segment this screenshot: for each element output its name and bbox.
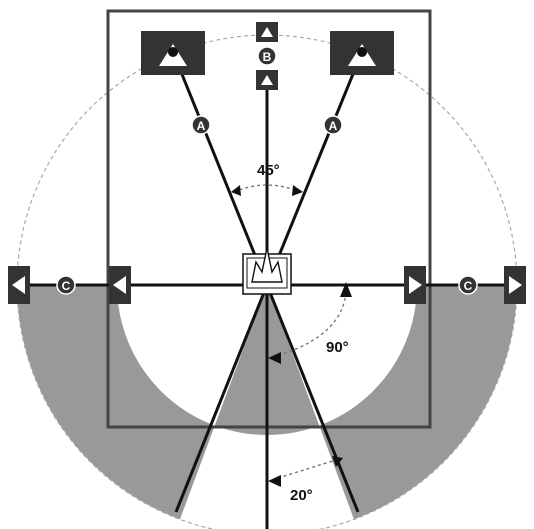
left-side-speaker-icon: [113, 276, 126, 294]
right-side-speaker-icon: [409, 276, 422, 294]
rear-angle-arrow-left: [268, 475, 281, 487]
right-side-speaker: [404, 266, 426, 304]
side-angle-label: 90°: [326, 339, 349, 356]
rear-right-line: [265, 284, 360, 513]
left-surround-badge: C: [56, 275, 76, 295]
front-angle-label: 45°: [257, 162, 280, 179]
left-side-speaker: [109, 266, 131, 304]
center-speaker-bottom: [256, 70, 278, 90]
front-left-speaker: [141, 31, 205, 75]
room-outline: [106, 9, 432, 429]
front-right-line: [265, 51, 364, 286]
listener-seat-icon: [242, 247, 292, 295]
front-right-speaker-tag: A: [329, 119, 338, 133]
left-surround-tag: C: [62, 279, 71, 293]
front-left-speaker-tag: A: [197, 119, 206, 133]
front-angle-arrow-left: [231, 185, 241, 196]
rear-left-line: [174, 284, 269, 513]
front-right-badge: A: [323, 115, 343, 135]
rear-angle-label: 20°: [290, 487, 313, 504]
front-angle-arrow-right: [292, 185, 303, 196]
left-outer-speaker: [8, 266, 30, 304]
right-outer-speaker-icon: [509, 276, 522, 294]
front-right-speaker: [330, 31, 394, 75]
rear-angle-arc: [271, 459, 337, 481]
center-badge: B: [257, 46, 277, 66]
right-surround-tag: C: [464, 279, 473, 293]
side-angle-arrow-left: [268, 352, 281, 364]
center-speaker-top: [256, 22, 278, 42]
right-outer-speaker: [504, 266, 526, 304]
side-angle-arrow-top: [340, 282, 352, 297]
rear-angle-arrow-right: [332, 456, 343, 467]
right-surround-badge: C: [458, 275, 478, 295]
center-speaker-tag: B: [263, 50, 272, 64]
side-angle-arc: [269, 291, 347, 359]
left-outer-speaker-icon: [12, 276, 25, 294]
front-left-badge: A: [191, 115, 211, 135]
front-left-line: [171, 51, 269, 286]
